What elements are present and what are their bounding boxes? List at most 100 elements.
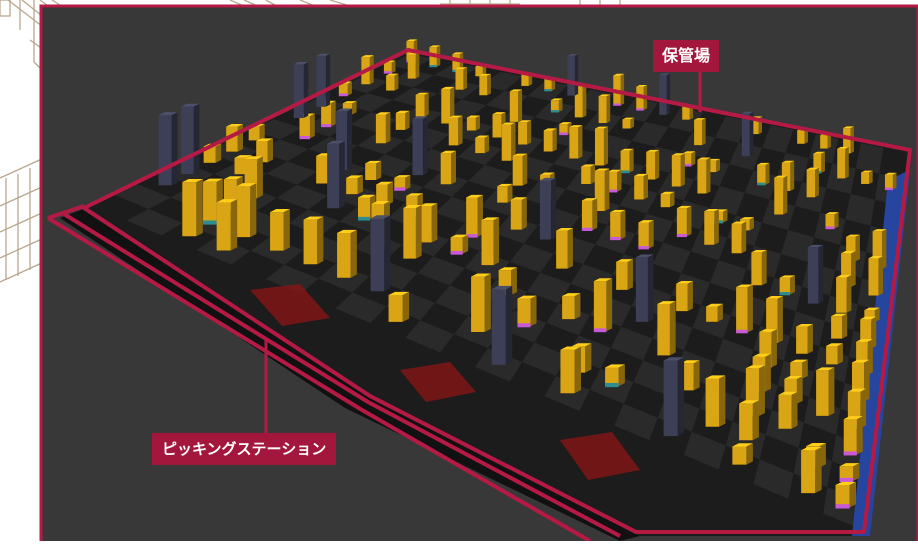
- storage-bin-stack: [816, 367, 835, 416]
- storage-bin-stack: [646, 149, 660, 180]
- storage-bin-stack: [518, 120, 532, 145]
- storage-bin-stack: [481, 217, 500, 266]
- storage-bin-stack: [501, 122, 516, 161]
- floor-cell: [392, 87, 438, 107]
- storage-bin-stack: [731, 221, 747, 254]
- storage-bin-stack: [682, 151, 696, 167]
- floor-cell: [335, 292, 387, 324]
- robot-port-block: [370, 215, 391, 292]
- storage-bin-stack: [517, 295, 537, 328]
- floor-cell: [435, 285, 483, 317]
- storage-bin-stack: [560, 346, 581, 394]
- storage-bin-stack: [182, 178, 203, 237]
- floor-cell: [845, 193, 875, 226]
- robot-port-block: [567, 53, 579, 96]
- storage-bin-stack: [610, 209, 626, 241]
- storage-bin-stack: [236, 183, 257, 238]
- floor-cell: [266, 264, 319, 294]
- storage-bin-stack: [450, 234, 469, 255]
- floor-cell: [357, 132, 405, 155]
- storage-bin-stack: [386, 73, 399, 91]
- storage-bin-stack: [440, 150, 457, 185]
- storage-bin-stack: [383, 60, 396, 74]
- storage-bin-stack: [346, 175, 363, 195]
- storage-bin-stack: [676, 205, 692, 238]
- storage-bin-stack: [395, 110, 410, 130]
- floor-cell: [480, 71, 523, 91]
- storage-bin-stack: [657, 301, 676, 356]
- storage-bin-stack: [512, 153, 528, 186]
- robot-port-block: [807, 244, 824, 304]
- floor-cell: [266, 161, 317, 185]
- storage-bin-stack: [843, 416, 863, 456]
- floor-cell: [729, 142, 763, 171]
- storage-bin-stack: [375, 112, 391, 144]
- picking-station-label: ピッキングステーション: [152, 433, 337, 465]
- floor-cell: [762, 125, 794, 153]
- storage-bin-stack: [365, 160, 382, 181]
- storage-bin-stack: [466, 115, 480, 131]
- floor-cell: [583, 111, 622, 135]
- robot-port-block: [412, 116, 428, 176]
- robot-port-block: [539, 177, 556, 240]
- robot-port-block: [293, 62, 309, 118]
- robot-port-block: [327, 140, 345, 209]
- picking-station-outline-1: [62, 212, 621, 538]
- storage-bin-stack: [757, 162, 770, 186]
- floor-cell: [553, 146, 594, 172]
- storage-bin-stack: [497, 183, 513, 203]
- storage-bin-stack: [868, 255, 884, 296]
- storage-bin-stack: [796, 324, 813, 354]
- floor-cell: [475, 348, 523, 382]
- storage-bin-stack: [774, 175, 788, 215]
- robot-port-block: [635, 254, 654, 322]
- storage-bin-stack: [739, 400, 759, 441]
- storage-bin-stack: [751, 249, 767, 286]
- storage-bin-stack: [861, 170, 873, 184]
- floor-cell: [276, 184, 328, 210]
- floor-cell: [683, 431, 726, 470]
- storage-bin-stack: [790, 359, 808, 379]
- storage-bin-stack: [607, 169, 622, 193]
- storage-bin-stack: [448, 115, 463, 146]
- floor-cell: [709, 260, 747, 293]
- storage-bin-stack: [616, 259, 633, 290]
- storage-bin-stack: [806, 167, 819, 198]
- storage-bin-stack: [376, 181, 393, 205]
- picking-station-join: [47, 204, 85, 220]
- storage-bin-stack: [660, 191, 675, 208]
- storage-bin-stack: [884, 172, 897, 191]
- storage-bin-stack: [676, 280, 693, 312]
- storage-bin-stack: [594, 168, 610, 211]
- storage-area-label: 保管場: [653, 40, 720, 72]
- storage-bin-stack: [216, 199, 238, 251]
- storage-bin-stack: [736, 284, 753, 334]
- floor-cell: [715, 338, 754, 374]
- floor-cell: [318, 263, 369, 293]
- storage-bin-stack: [705, 375, 726, 427]
- floor-cell: [753, 459, 794, 499]
- floor-cell: [527, 272, 571, 304]
- storage-bin-stack: [593, 278, 613, 333]
- storage-bin-stack: [388, 291, 410, 322]
- floor-cell: [341, 75, 389, 94]
- storage-bin-stack: [556, 227, 573, 269]
- floor-cell: [126, 209, 183, 236]
- storage-bin-stack: [441, 86, 455, 124]
- storage-bin-stack: [419, 203, 438, 243]
- floor-cell: [652, 242, 691, 274]
- storage-bin-stack: [598, 94, 611, 123]
- storage-bin-stack: [825, 212, 839, 230]
- floor-cell: [468, 164, 512, 190]
- storage-bin-stack: [562, 293, 581, 320]
- storage-bin-stack: [321, 100, 336, 128]
- storage-bin-stack: [671, 153, 685, 187]
- storage-bin-stack: [455, 67, 468, 90]
- storage-bin-stack: [403, 205, 422, 259]
- storage-bin-stack: [510, 197, 527, 230]
- storage-bin-stack: [509, 89, 523, 122]
- storage-bin-stack: [605, 364, 625, 388]
- storage-bin-stack: [704, 208, 719, 245]
